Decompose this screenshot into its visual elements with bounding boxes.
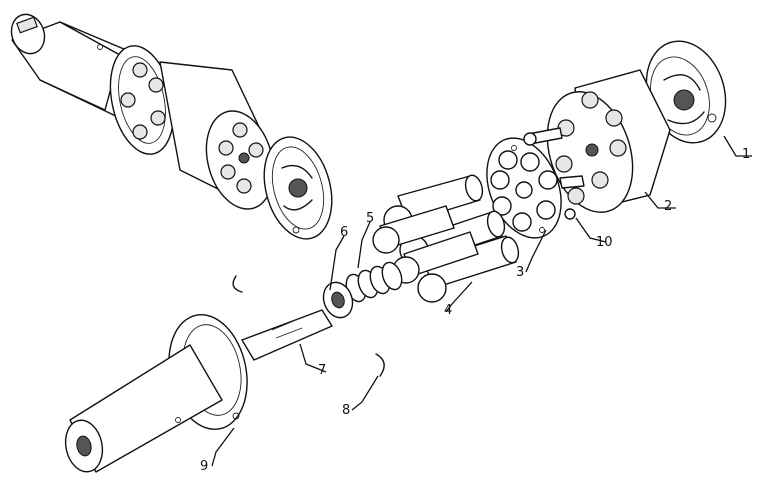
label-part-5: 5 bbox=[366, 211, 374, 226]
flange-housing bbox=[64, 314, 248, 473]
center-pin bbox=[322, 281, 354, 319]
drive-shaft bbox=[241, 309, 333, 361]
label-part-9: 9 bbox=[200, 459, 208, 474]
label-part-6: 6 bbox=[340, 225, 348, 240]
label-part-2: 2 bbox=[664, 199, 672, 214]
circlip-upper bbox=[232, 275, 243, 293]
retainer-plate bbox=[486, 137, 562, 239]
bearing-housing bbox=[109, 45, 175, 155]
part-labels: 1 2 3 4 5 6 7 8 9 10 bbox=[200, 147, 750, 474]
upper-shaft bbox=[10, 13, 151, 119]
leader-lines bbox=[211, 135, 752, 467]
label-part-7: 7 bbox=[318, 363, 326, 378]
assembled-pump bbox=[10, 13, 333, 240]
label-part-8: 8 bbox=[342, 403, 350, 418]
label-part-1: 1 bbox=[742, 147, 750, 162]
bolts bbox=[523, 127, 585, 220]
piston-d bbox=[417, 235, 520, 303]
piston-c bbox=[372, 205, 455, 254]
upper-port-plate bbox=[263, 136, 333, 240]
upper-cylinder-block bbox=[159, 61, 275, 210]
label-part-10: 10 bbox=[596, 235, 613, 250]
label-part-4: 4 bbox=[444, 303, 452, 318]
pistons bbox=[372, 174, 520, 303]
circlip-lower bbox=[375, 353, 385, 377]
label-part-3: 3 bbox=[516, 265, 524, 280]
